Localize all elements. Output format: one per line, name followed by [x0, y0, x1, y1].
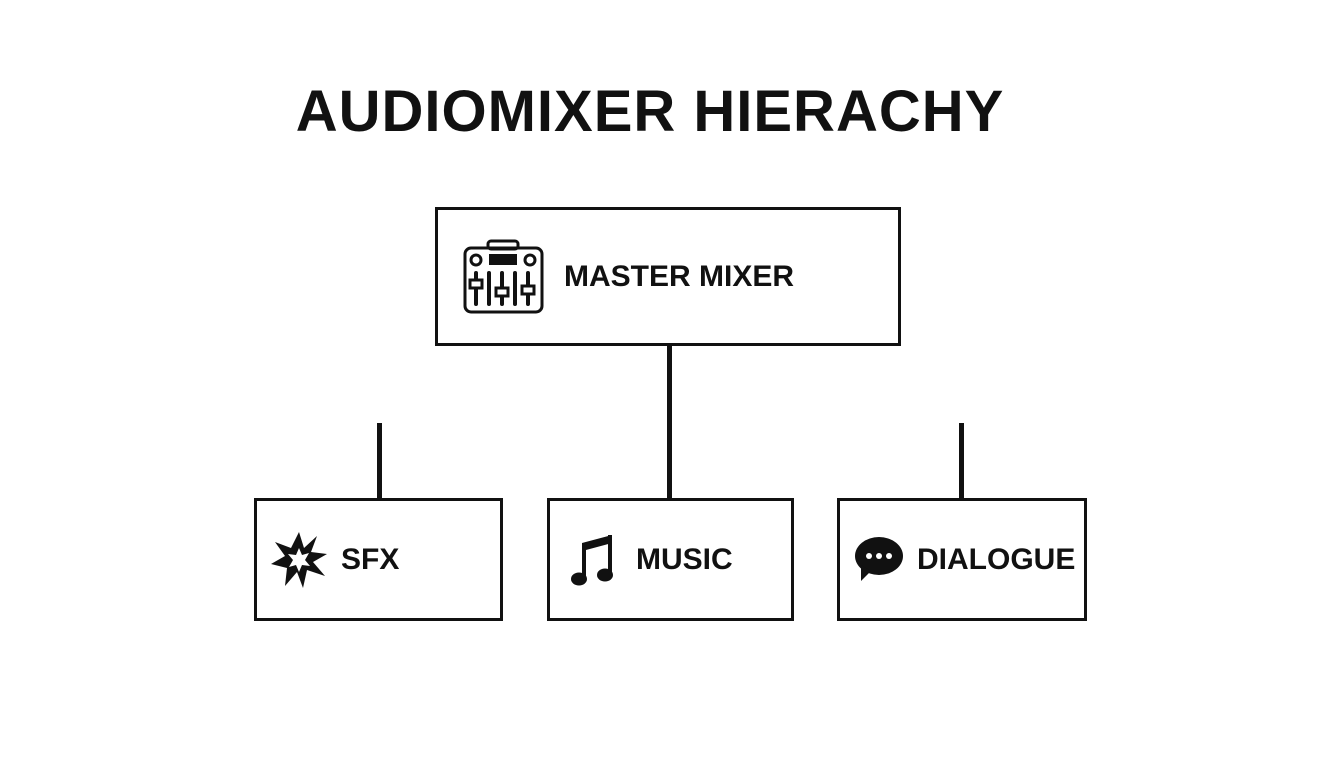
diagram-title: AUDIOMIXER HIERACHY	[295, 79, 1005, 144]
sfx-label: SFX	[341, 542, 400, 576]
explosion-icon	[269, 530, 329, 590]
dialogue-label: DIALOGUE	[917, 542, 1076, 576]
sfx-node: SFX	[254, 498, 503, 621]
connector-master-to-music	[667, 345, 672, 500]
master-mixer-node: MASTER MIXER	[435, 207, 901, 346]
music-label: MUSIC	[636, 542, 733, 576]
music-node: MUSIC	[547, 498, 794, 621]
speech-bubble-icon	[853, 535, 905, 585]
connector-stub-sfx	[377, 423, 382, 500]
connector-stub-dialogue	[959, 423, 964, 500]
mixer-console-icon	[462, 238, 546, 316]
dialogue-node: DIALOGUE	[837, 498, 1087, 621]
music-note-icon	[570, 533, 616, 587]
master-mixer-label: MASTER MIXER	[564, 259, 795, 293]
